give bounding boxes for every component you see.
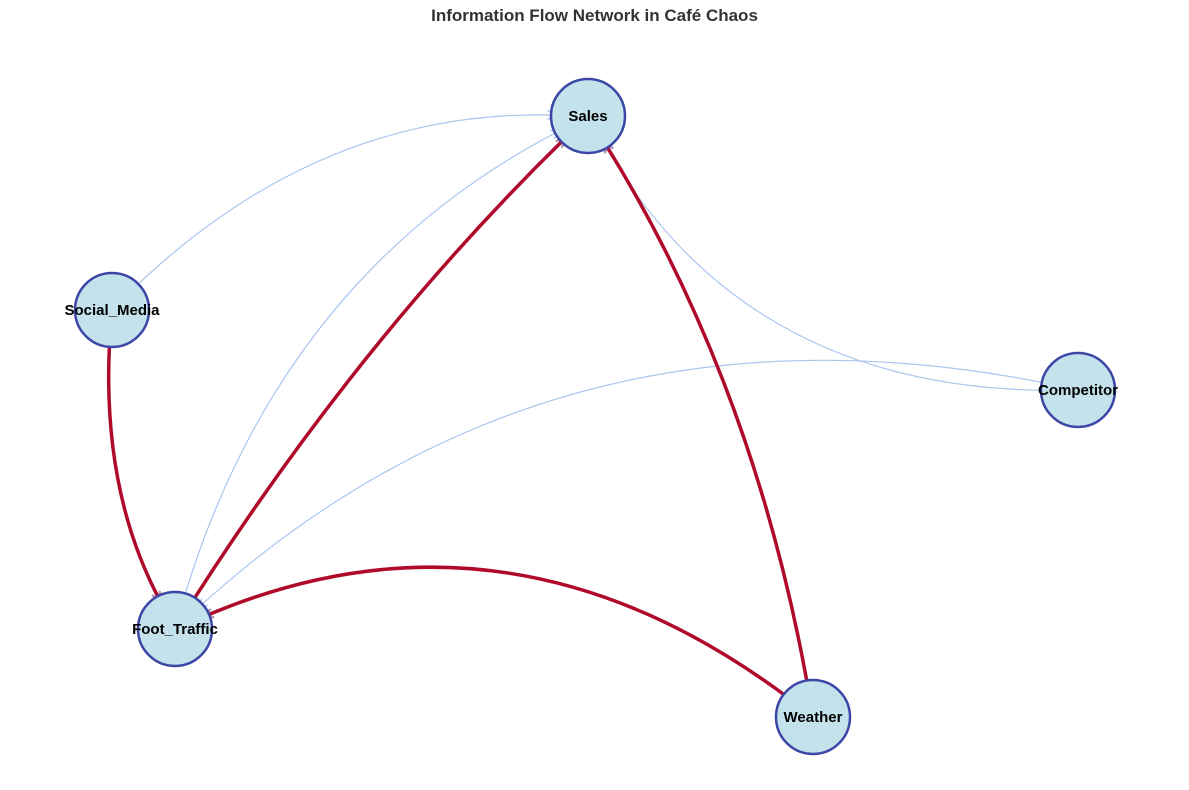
node-sales[interactable]: Sales	[549, 77, 627, 155]
edge-social-media-to-sales-weak	[111, 115, 555, 311]
node-label: Weather	[784, 709, 843, 726]
edge-weather-to-foot-traffic-strong	[205, 565, 815, 719]
node-circle	[774, 678, 852, 756]
node-circle	[549, 77, 627, 155]
edge-social-media-to-foot-traffic-strong	[106, 309, 160, 600]
node-layer: SalesSocial_MediaCompetitorFoot_TrafficW…	[64, 77, 1118, 756]
diagram-title: Information Flow Network in Café Chaos	[431, 6, 758, 25]
node-weather[interactable]: Weather	[774, 678, 852, 756]
edge-foot-traffic-to-sales-weak	[174, 131, 559, 630]
node-label: Competitor	[1038, 382, 1118, 399]
node-circle	[1039, 351, 1117, 429]
node-foot-traffic[interactable]: Foot_Traffic	[132, 590, 218, 668]
node-label: Social_Media	[64, 302, 160, 319]
edge-competitor-to-foot-traffic-weak	[199, 359, 1079, 606]
node-circle	[73, 271, 151, 349]
node-label: Foot_Traffic	[132, 621, 218, 638]
node-competitor[interactable]: Competitor	[1038, 351, 1118, 429]
edge-competitor-to-sales-weak	[604, 145, 1079, 391]
node-social-media[interactable]: Social_Media	[64, 271, 160, 349]
node-label: Sales	[568, 108, 607, 125]
edge-foot-traffic-to-sales-strong	[173, 139, 564, 630]
node-circle	[136, 590, 214, 668]
edge-weather-to-sales-strong	[605, 144, 815, 718]
edge-layer	[106, 115, 1079, 719]
